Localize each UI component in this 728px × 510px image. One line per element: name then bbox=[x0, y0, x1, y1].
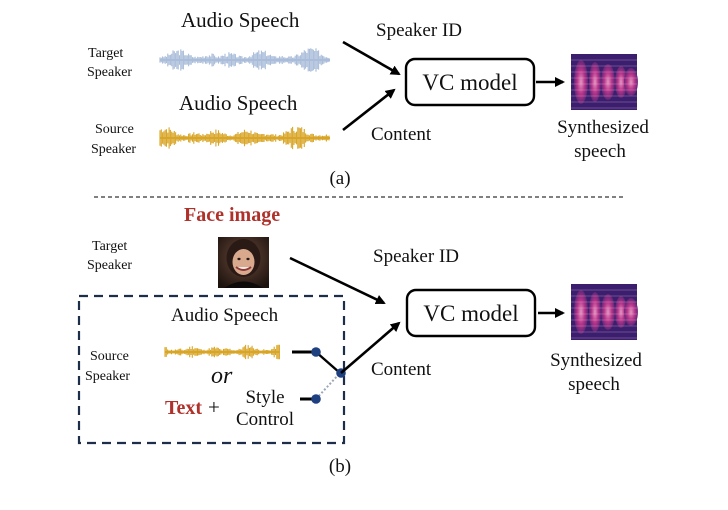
source-speaker-b-line1: Source bbox=[90, 349, 129, 364]
target-speaker-label-line1: Target bbox=[88, 46, 123, 61]
synthesized-label-line2: speech bbox=[574, 141, 626, 162]
spectrogram-icon bbox=[571, 54, 638, 110]
source-speaker-label-line1: Source bbox=[95, 122, 134, 137]
content-arrow bbox=[342, 88, 396, 132]
speaker-id-arrow-b bbox=[289, 256, 386, 305]
or-label: or bbox=[211, 363, 233, 389]
style-control-line2: Control bbox=[236, 409, 294, 430]
speaker-id-label-b: Speaker ID bbox=[373, 246, 459, 267]
target-speaker-label-line2: Speaker bbox=[87, 65, 132, 80]
panel-a-label: (a) bbox=[329, 168, 350, 189]
plus-sign: + bbox=[208, 395, 220, 419]
speaker-id-label: Speaker ID bbox=[376, 20, 462, 41]
source-speaker-b-line2: Speaker bbox=[85, 369, 130, 384]
synthesized-b-line2: speech bbox=[568, 374, 620, 395]
spectrogram-icon-b bbox=[571, 284, 638, 340]
vc-model-box-b bbox=[405, 288, 537, 338]
source-speaker-label-line2: Speaker bbox=[91, 142, 136, 157]
target-speaker-b-line2: Speaker bbox=[87, 258, 132, 273]
vc-model-box bbox=[404, 57, 536, 107]
target-speaker-b-line1: Target bbox=[92, 239, 127, 254]
source-waveform bbox=[159, 126, 330, 150]
audio-speech-label-target: Audio Speech bbox=[181, 8, 300, 32]
content-arrow-b bbox=[340, 321, 401, 374]
face-photo-icon bbox=[218, 237, 269, 288]
switch-open-path bbox=[315, 372, 341, 400]
vc-model-label-b: VC model bbox=[423, 301, 518, 326]
panel-b-label: (b) bbox=[329, 456, 351, 477]
content-label-b: Content bbox=[371, 359, 432, 380]
synthesized-label-line1: Synthesized bbox=[557, 117, 649, 138]
speaker-id-arrow bbox=[342, 40, 401, 76]
face-image-label: Face image bbox=[184, 204, 280, 226]
content-label: Content bbox=[371, 124, 432, 145]
style-control-line1: Style bbox=[245, 387, 284, 408]
vc-model-label: VC model bbox=[422, 70, 517, 95]
switch-closed-path bbox=[315, 351, 341, 374]
source-waveform-b bbox=[164, 344, 280, 360]
switch-dot-text bbox=[311, 394, 321, 404]
audio-speech-label-source: Audio Speech bbox=[179, 91, 298, 115]
synthesized-b-line1: Synthesized bbox=[550, 350, 642, 371]
text-label: Text bbox=[165, 397, 202, 419]
audio-speech-label-b: Audio Speech bbox=[171, 305, 279, 326]
target-waveform bbox=[159, 48, 330, 72]
switch-dot-audio bbox=[311, 347, 321, 357]
